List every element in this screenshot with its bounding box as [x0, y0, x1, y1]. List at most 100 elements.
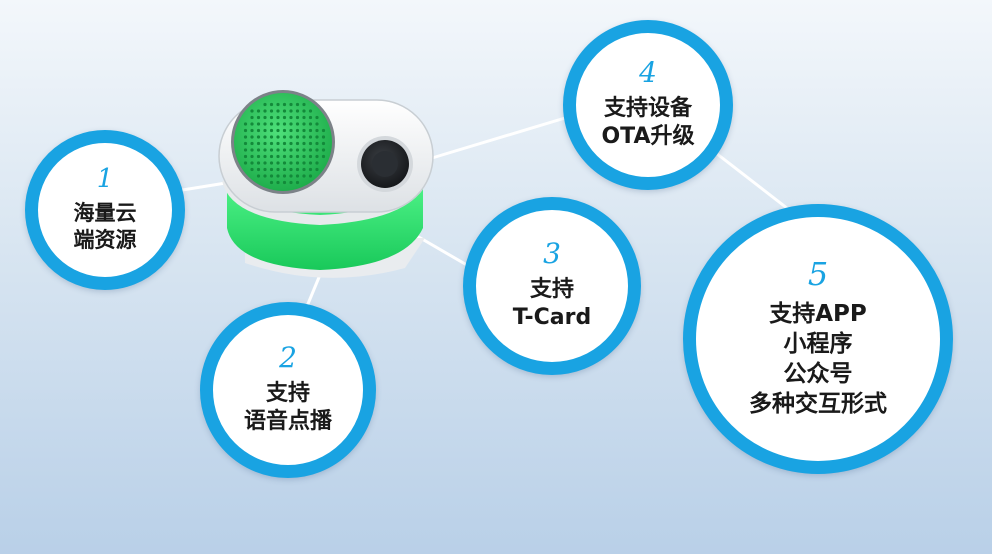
- grille-hole: [243, 161, 248, 165]
- grille-hole: [263, 167, 267, 172]
- grille-hole: [315, 122, 319, 126]
- grille-hole: [315, 141, 319, 146]
- speaker-grille-icon: [231, 90, 335, 194]
- grille-hole: [282, 109, 287, 113]
- grille-hole: [289, 102, 293, 107]
- smart-speaker-icon: [218, 90, 434, 278]
- grille-hole: [269, 109, 274, 113]
- grille-hole: [308, 128, 313, 133]
- grille-hole: [295, 167, 300, 172]
- grille-hole: [289, 154, 293, 159]
- feature-text-1-line-2: 端资源: [73, 228, 137, 252]
- grille-hole: [289, 128, 293, 133]
- grille-hole: [282, 161, 287, 165]
- grille-hole: [256, 115, 261, 120]
- grille-hole: [302, 109, 306, 113]
- feature-number-2: 2: [279, 340, 297, 374]
- grille-hole: [276, 109, 280, 113]
- grille-hole: [282, 141, 287, 146]
- grille-hole: [276, 122, 280, 126]
- grille-hole: [308, 122, 313, 126]
- grille-hole: [295, 174, 300, 178]
- grille-hole: [289, 135, 293, 139]
- grille-hole: [250, 154, 254, 159]
- grille-hole: [250, 167, 254, 172]
- grille-hole: [276, 148, 280, 152]
- grille-hole: [302, 174, 306, 178]
- grille-hole: [263, 161, 267, 165]
- grille-hole: [276, 154, 280, 159]
- grille-hole: [269, 128, 274, 133]
- grille-hole: [250, 141, 254, 146]
- grille-hole: [295, 161, 300, 165]
- grille-hole: [276, 115, 280, 120]
- feature-number-4: 4: [639, 55, 657, 89]
- feature-bubble-1: 1 海量云 端资源: [25, 130, 185, 290]
- grille-hole: [295, 148, 300, 152]
- grille-hole: [269, 115, 274, 120]
- grille-hole: [256, 174, 261, 178]
- grille-hole: [276, 135, 280, 139]
- grille-hole: [250, 122, 254, 126]
- grille-hole: [276, 174, 280, 178]
- grille-hole: [289, 180, 293, 185]
- feature-text-5-line-1: 支持APP: [769, 301, 867, 328]
- grille-hole: [250, 115, 254, 120]
- grille-hole: [269, 102, 274, 107]
- grille-hole: [315, 115, 319, 120]
- grille-hole: [315, 167, 319, 172]
- grille-hole: [295, 128, 300, 133]
- grille-hole: [263, 122, 267, 126]
- grille-hole: [269, 141, 274, 146]
- grille-hole: [315, 161, 319, 165]
- grille-hole: [295, 141, 300, 146]
- grille-hole: [302, 122, 306, 126]
- grille-hole: [308, 161, 313, 165]
- grille-hole: [243, 154, 248, 159]
- grille-hole: [321, 148, 326, 152]
- grille-hole: [308, 109, 313, 113]
- grille-hole: [256, 135, 261, 139]
- grille-hole: [269, 148, 274, 152]
- grille-hole: [256, 154, 261, 159]
- feature-text-4-line-2: OTA升级: [601, 124, 695, 149]
- grille-hole: [263, 102, 267, 107]
- grille-hole: [250, 161, 254, 165]
- grille-hole: [243, 135, 248, 139]
- feature-text-2-line-2: 语音点播: [243, 409, 332, 434]
- grille-hole: [295, 135, 300, 139]
- feature-number-1: 1: [96, 164, 114, 195]
- grille-hole: [302, 148, 306, 152]
- grille-hole: [289, 141, 293, 146]
- grille-hole: [256, 141, 261, 146]
- grille-hole: [295, 102, 300, 107]
- grille-hole: [269, 135, 274, 139]
- grille-hole: [282, 174, 287, 178]
- grille-hole: [256, 128, 261, 133]
- grille-hole: [269, 174, 274, 178]
- feature-text-3-line-2: T-Card: [512, 305, 592, 330]
- grille-hole: [308, 135, 313, 139]
- feature-bubble-4: 4 支持设备 OTA升级: [563, 20, 733, 190]
- grille-hole: [243, 122, 248, 126]
- feature-bubble-3: 3 支持 T-Card: [463, 197, 641, 375]
- grille-hole: [321, 135, 326, 139]
- grille-hole: [282, 154, 287, 159]
- grille-hole: [282, 167, 287, 172]
- feature-text-5-line-4: 多种交互形式: [749, 390, 887, 417]
- round-button-icon[interactable]: [357, 136, 413, 192]
- grille-hole: [289, 167, 293, 172]
- grille-hole: [269, 154, 274, 159]
- grille-hole: [263, 174, 267, 178]
- feature-bubble-5: 5 支持APP 小程序 公众号 多种交互形式: [683, 204, 953, 474]
- feature-text-3-line-1: 支持: [529, 276, 574, 302]
- connector-4: [430, 113, 577, 160]
- grille-hole: [263, 135, 267, 139]
- grille-hole: [269, 167, 274, 172]
- grille-hole: [289, 115, 293, 120]
- feature-text-4-line-1: 支持设备: [603, 95, 692, 121]
- grille-hole: [315, 154, 319, 159]
- grille-hole: [302, 102, 306, 107]
- grille-hole: [321, 154, 326, 159]
- grille-hole: [282, 135, 287, 139]
